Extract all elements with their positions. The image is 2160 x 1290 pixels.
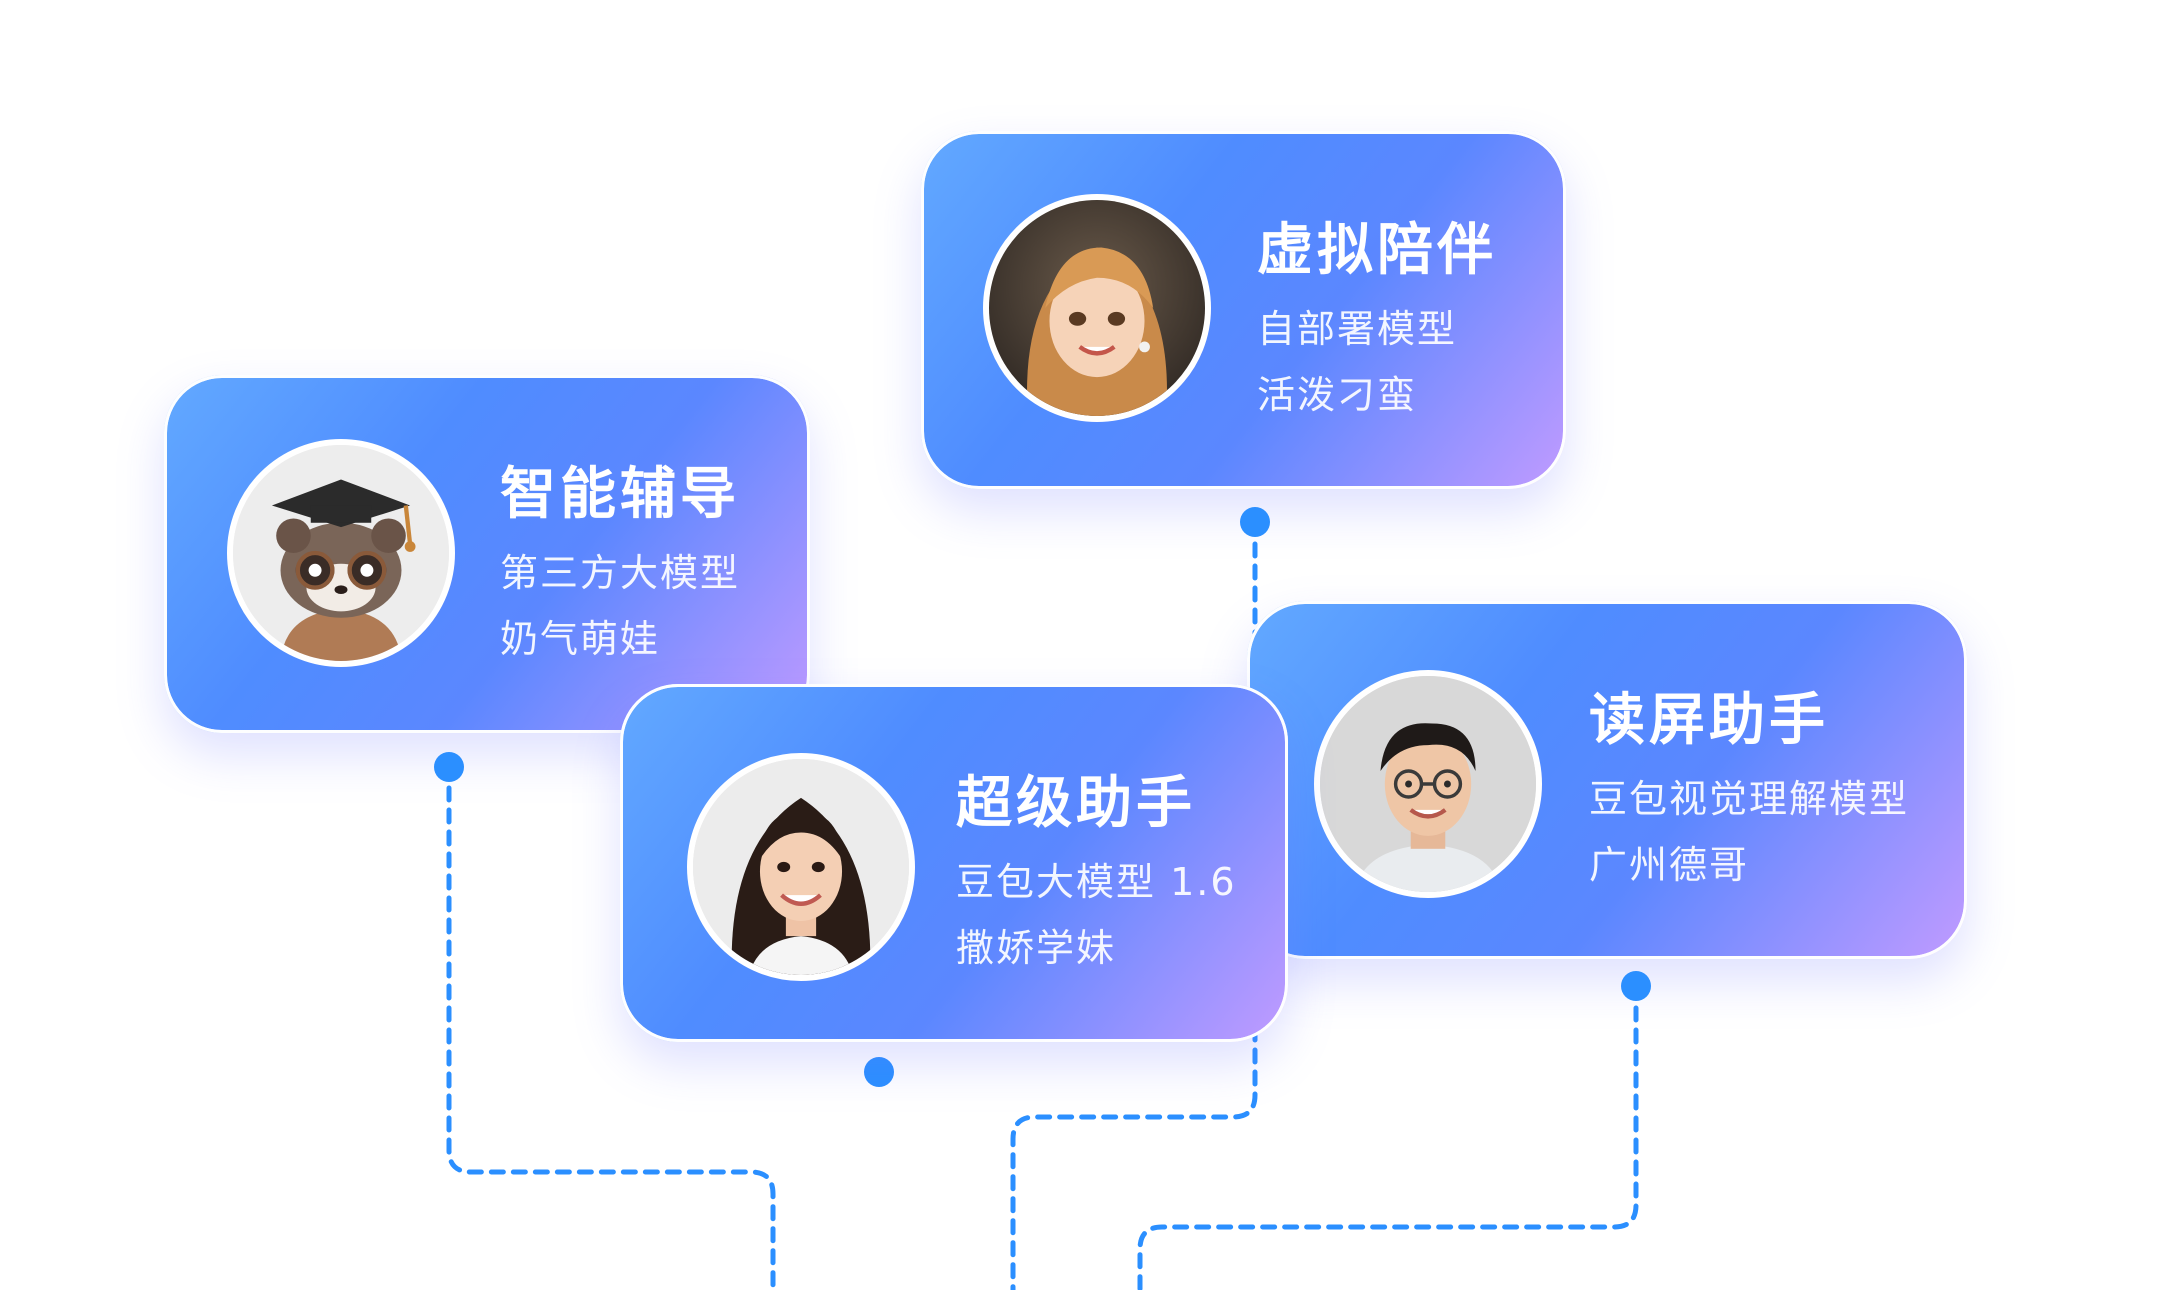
card-virtual-companion[interactable]: 虚拟陪伴 自部署模型 活泼刁蛮 xyxy=(921,131,1566,489)
avatar-virtual-girl xyxy=(983,194,1211,422)
card-title: 智能辅导 xyxy=(500,462,740,527)
card-screen-reader[interactable]: 读屏助手 豆包视觉理解模型 广州德哥 xyxy=(1247,601,1967,959)
avatar-raccoon xyxy=(227,439,455,667)
connector-virtual xyxy=(1010,519,1258,1290)
connector-dot-super xyxy=(864,1057,894,1087)
connector-dot-screen xyxy=(1621,971,1651,1001)
card-title: 读屏助手 xyxy=(1589,688,1829,753)
card-model: 第三方大模型 xyxy=(500,551,741,595)
connector-dot-virtual xyxy=(1240,507,1270,537)
connector-tutor xyxy=(446,763,776,1290)
card-smart-tutor[interactable]: 智能辅导 第三方大模型 奶气萌娃 xyxy=(164,375,810,733)
card-model: 豆包视觉理解模型 xyxy=(1589,777,1910,821)
card-persona: 撒娇学妹 xyxy=(956,926,1117,970)
card-persona: 活泼刁蛮 xyxy=(1257,373,1418,417)
card-title: 超级助手 xyxy=(956,771,1196,836)
man-portrait-icon xyxy=(1320,676,1536,892)
anime-girl-avatar-icon xyxy=(989,200,1205,416)
avatar-man-glasses xyxy=(1314,670,1542,898)
raccoon-graduate-icon xyxy=(233,445,449,661)
card-super-assistant[interactable]: 超级助手 豆包大模型 1.6 撒娇学妹 xyxy=(620,684,1288,1042)
woman-portrait-icon xyxy=(693,759,909,975)
card-persona: 奶气萌娃 xyxy=(500,617,661,661)
card-model: 自部署模型 xyxy=(1257,307,1458,351)
connector-dot-tutor xyxy=(434,752,464,782)
card-title: 虚拟陪伴 xyxy=(1257,218,1497,283)
connector-screen xyxy=(1137,983,1639,1290)
card-persona: 广州德哥 xyxy=(1589,843,1750,887)
card-model: 豆包大模型 1.6 xyxy=(956,860,1237,904)
avatar-young-woman xyxy=(687,753,915,981)
